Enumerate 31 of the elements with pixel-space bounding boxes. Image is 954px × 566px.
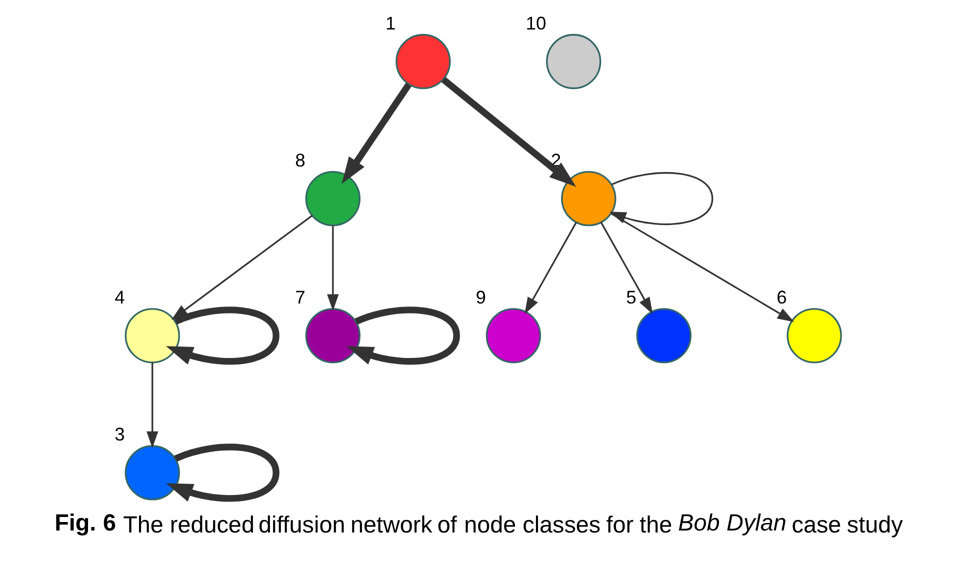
arrow	[440, 76, 576, 187]
node-label: 9	[475, 286, 486, 308]
node-label: 1	[384, 12, 396, 34]
arrow	[346, 306, 460, 365]
arrow	[341, 82, 411, 184]
node-label: 8	[294, 149, 305, 170]
node-label: 10	[525, 12, 546, 34]
node-circle	[636, 308, 691, 364]
node-circle	[124, 308, 180, 364]
caption: Fig. 6 The reduced diffusion network of node classes for the Bob Dylan case study	[54, 510, 902, 538]
arrow	[524, 222, 576, 314]
arrow	[326, 225, 338, 312]
node-circle	[485, 308, 541, 364]
node-circle	[560, 171, 616, 226]
arrow	[166, 444, 279, 502]
node-label: 7	[294, 286, 305, 308]
node-label: 4	[114, 286, 124, 308]
node-label: 6	[776, 286, 786, 308]
node-circle	[546, 34, 601, 90]
arrow	[166, 306, 279, 365]
node-circle	[786, 308, 842, 364]
node-circle	[395, 34, 450, 90]
arrow	[146, 362, 158, 448]
arrow	[170, 214, 312, 320]
node-circle	[124, 445, 180, 500]
node-circle	[304, 171, 360, 226]
arrow	[610, 212, 794, 322]
node-label: 3	[114, 424, 124, 445]
arrow	[600, 222, 652, 314]
node-label: 5	[626, 286, 636, 308]
node-circle	[304, 308, 360, 364]
